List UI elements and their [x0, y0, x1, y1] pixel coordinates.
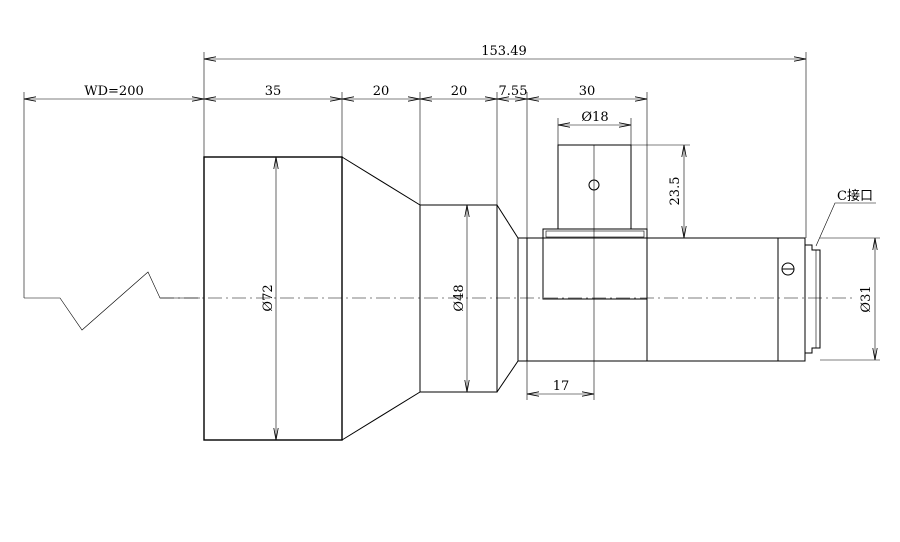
dim-rear-diameter: Ø31	[859, 285, 874, 312]
dim-seg-front: 35	[265, 84, 282, 99]
working-distance-break-line	[24, 271, 200, 331]
dim-front-diameter: Ø72	[261, 284, 276, 311]
dim-mid-diameter: Ø48	[452, 284, 467, 311]
dim-seg-taper: 20	[373, 84, 390, 99]
mount-callout-label: C接口	[837, 188, 873, 204]
dim-seg-rear: 30	[579, 84, 596, 99]
dim-overall-length: 153.49	[481, 44, 527, 59]
lens-body-outline	[203, 144, 821, 441]
extension-lines	[23, 52, 880, 400]
dim-port-offset: 17	[553, 379, 570, 394]
dim-working-distance: WD=200	[84, 84, 144, 99]
dim-seg-mid: 20	[451, 84, 468, 99]
dim-seg-neck: 7.55	[499, 84, 528, 99]
mount-callout-leader	[815, 202, 876, 247]
dim-port-height: 23.5	[668, 177, 683, 206]
dim-port-diameter: Ø18	[581, 110, 608, 125]
